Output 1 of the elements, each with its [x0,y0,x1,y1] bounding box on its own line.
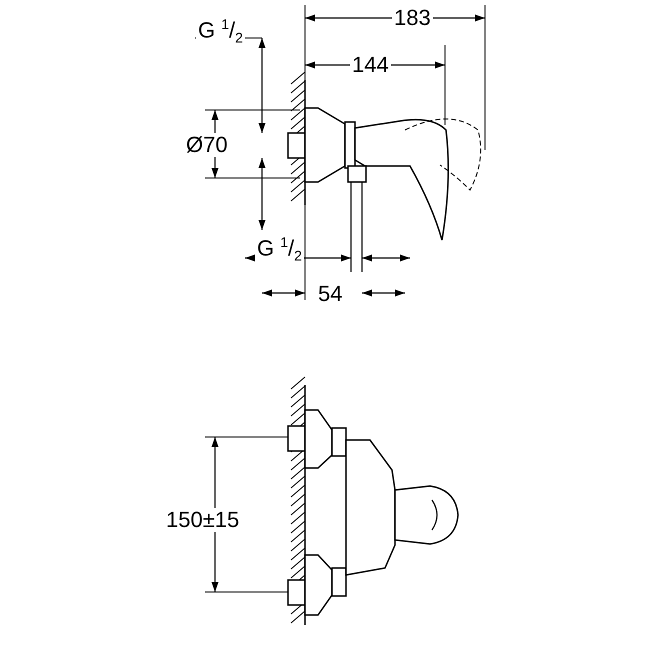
dimension-value: Ø70 [184,133,230,157]
